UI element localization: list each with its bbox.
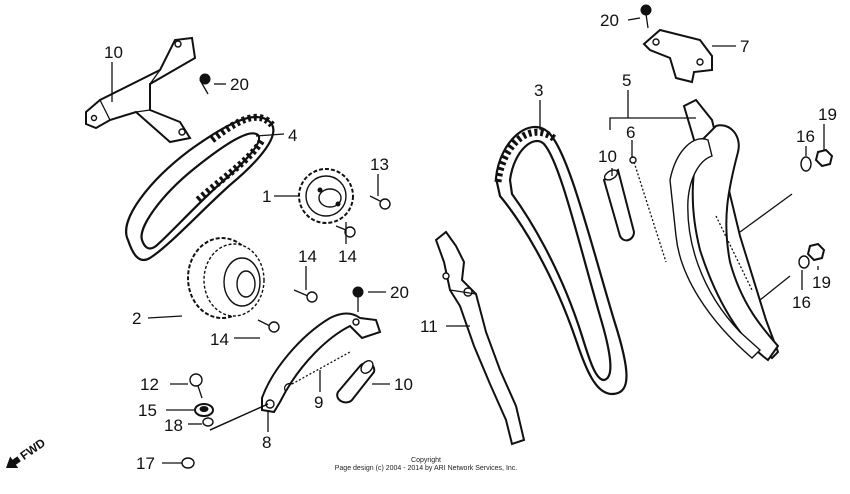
callout-17: 17 — [136, 454, 155, 473]
callout-20: 20 — [390, 283, 409, 302]
bolt-part[interactable] — [335, 225, 356, 238]
callout-14: 14 — [210, 330, 229, 349]
bolt-part[interactable] — [369, 195, 391, 210]
fwd-arrow: FWD — [6, 436, 49, 468]
chain-guide-bracket-part[interactable] — [85, 36, 197, 144]
callout-7: 7 — [740, 37, 749, 56]
nut-part[interactable] — [202, 417, 214, 427]
callout-13: 12 — [140, 375, 159, 394]
spring-part[interactable] — [629, 156, 667, 263]
callout-10: 10 — [394, 375, 413, 394]
callout-20: 20 — [230, 75, 249, 94]
dowel-part[interactable] — [181, 457, 195, 469]
washer-part[interactable] — [800, 156, 812, 172]
callout-20: 20 — [600, 11, 619, 30]
bolt-part[interactable] — [257, 319, 280, 333]
rubber-roller-part[interactable] — [602, 168, 636, 242]
washer-part[interactable] — [798, 255, 810, 269]
callout-10: 10 — [598, 147, 617, 166]
washer-part[interactable] — [194, 403, 214, 417]
callout-19: 19 — [812, 273, 831, 292]
callout-6: 6 — [626, 123, 635, 142]
nut-part[interactable] — [806, 242, 826, 262]
rubber-roller-part[interactable] — [336, 358, 376, 404]
callout-18: 18 — [164, 416, 183, 435]
callout-4: 4 — [288, 126, 297, 145]
callout-5: 5 — [622, 71, 631, 90]
callout-9: 9 — [314, 393, 323, 412]
chain-guide-part[interactable] — [434, 230, 526, 446]
fwd-arrow-icon — [6, 456, 21, 468]
copyright-notice: Page design (c) 2004 - 2014 by ARI Netwo… — [335, 465, 518, 472]
callout-1: 1 — [262, 187, 271, 206]
leader-lines — [111, 17, 825, 464]
callout-15: 15 — [138, 401, 157, 420]
bolt-part[interactable] — [293, 289, 318, 303]
callout-8: 8 — [262, 433, 271, 452]
crank-sprocket-part[interactable] — [187, 237, 265, 319]
callout-14: 14 — [338, 247, 357, 266]
cam-chain-large-part[interactable] — [494, 125, 628, 396]
callout-11: 10 — [104, 43, 123, 62]
callout-16: 16 — [792, 293, 811, 312]
cam-chain-small-part[interactable] — [125, 113, 275, 261]
callout-19: 19 — [818, 105, 837, 124]
copyright-title: Copyright — [411, 457, 441, 464]
callout-labels: 10 20 4 1 13 14 14 14 2 20 8 9 10 12 15 … — [104, 11, 837, 473]
callout-16: 16 — [796, 127, 815, 146]
callout-3: 3 — [534, 81, 543, 100]
tensioner-arm-part[interactable] — [209, 286, 382, 431]
callout-12: 11 — [420, 317, 438, 336]
callout-14: 14 — [298, 247, 317, 266]
callout-14: 13 — [370, 155, 389, 174]
guide-bracket-part[interactable] — [640, 4, 713, 84]
callout-2: 2 — [132, 309, 141, 328]
nut-part[interactable] — [814, 148, 834, 168]
fwd-label: FWD — [18, 436, 49, 463]
bolt-part[interactable] — [199, 73, 211, 95]
bolt-part[interactable] — [189, 373, 203, 399]
tensioner-assembly-part[interactable] — [669, 98, 793, 362]
spring-part[interactable] — [284, 351, 351, 393]
cam-sprocket-part[interactable] — [298, 168, 354, 224]
